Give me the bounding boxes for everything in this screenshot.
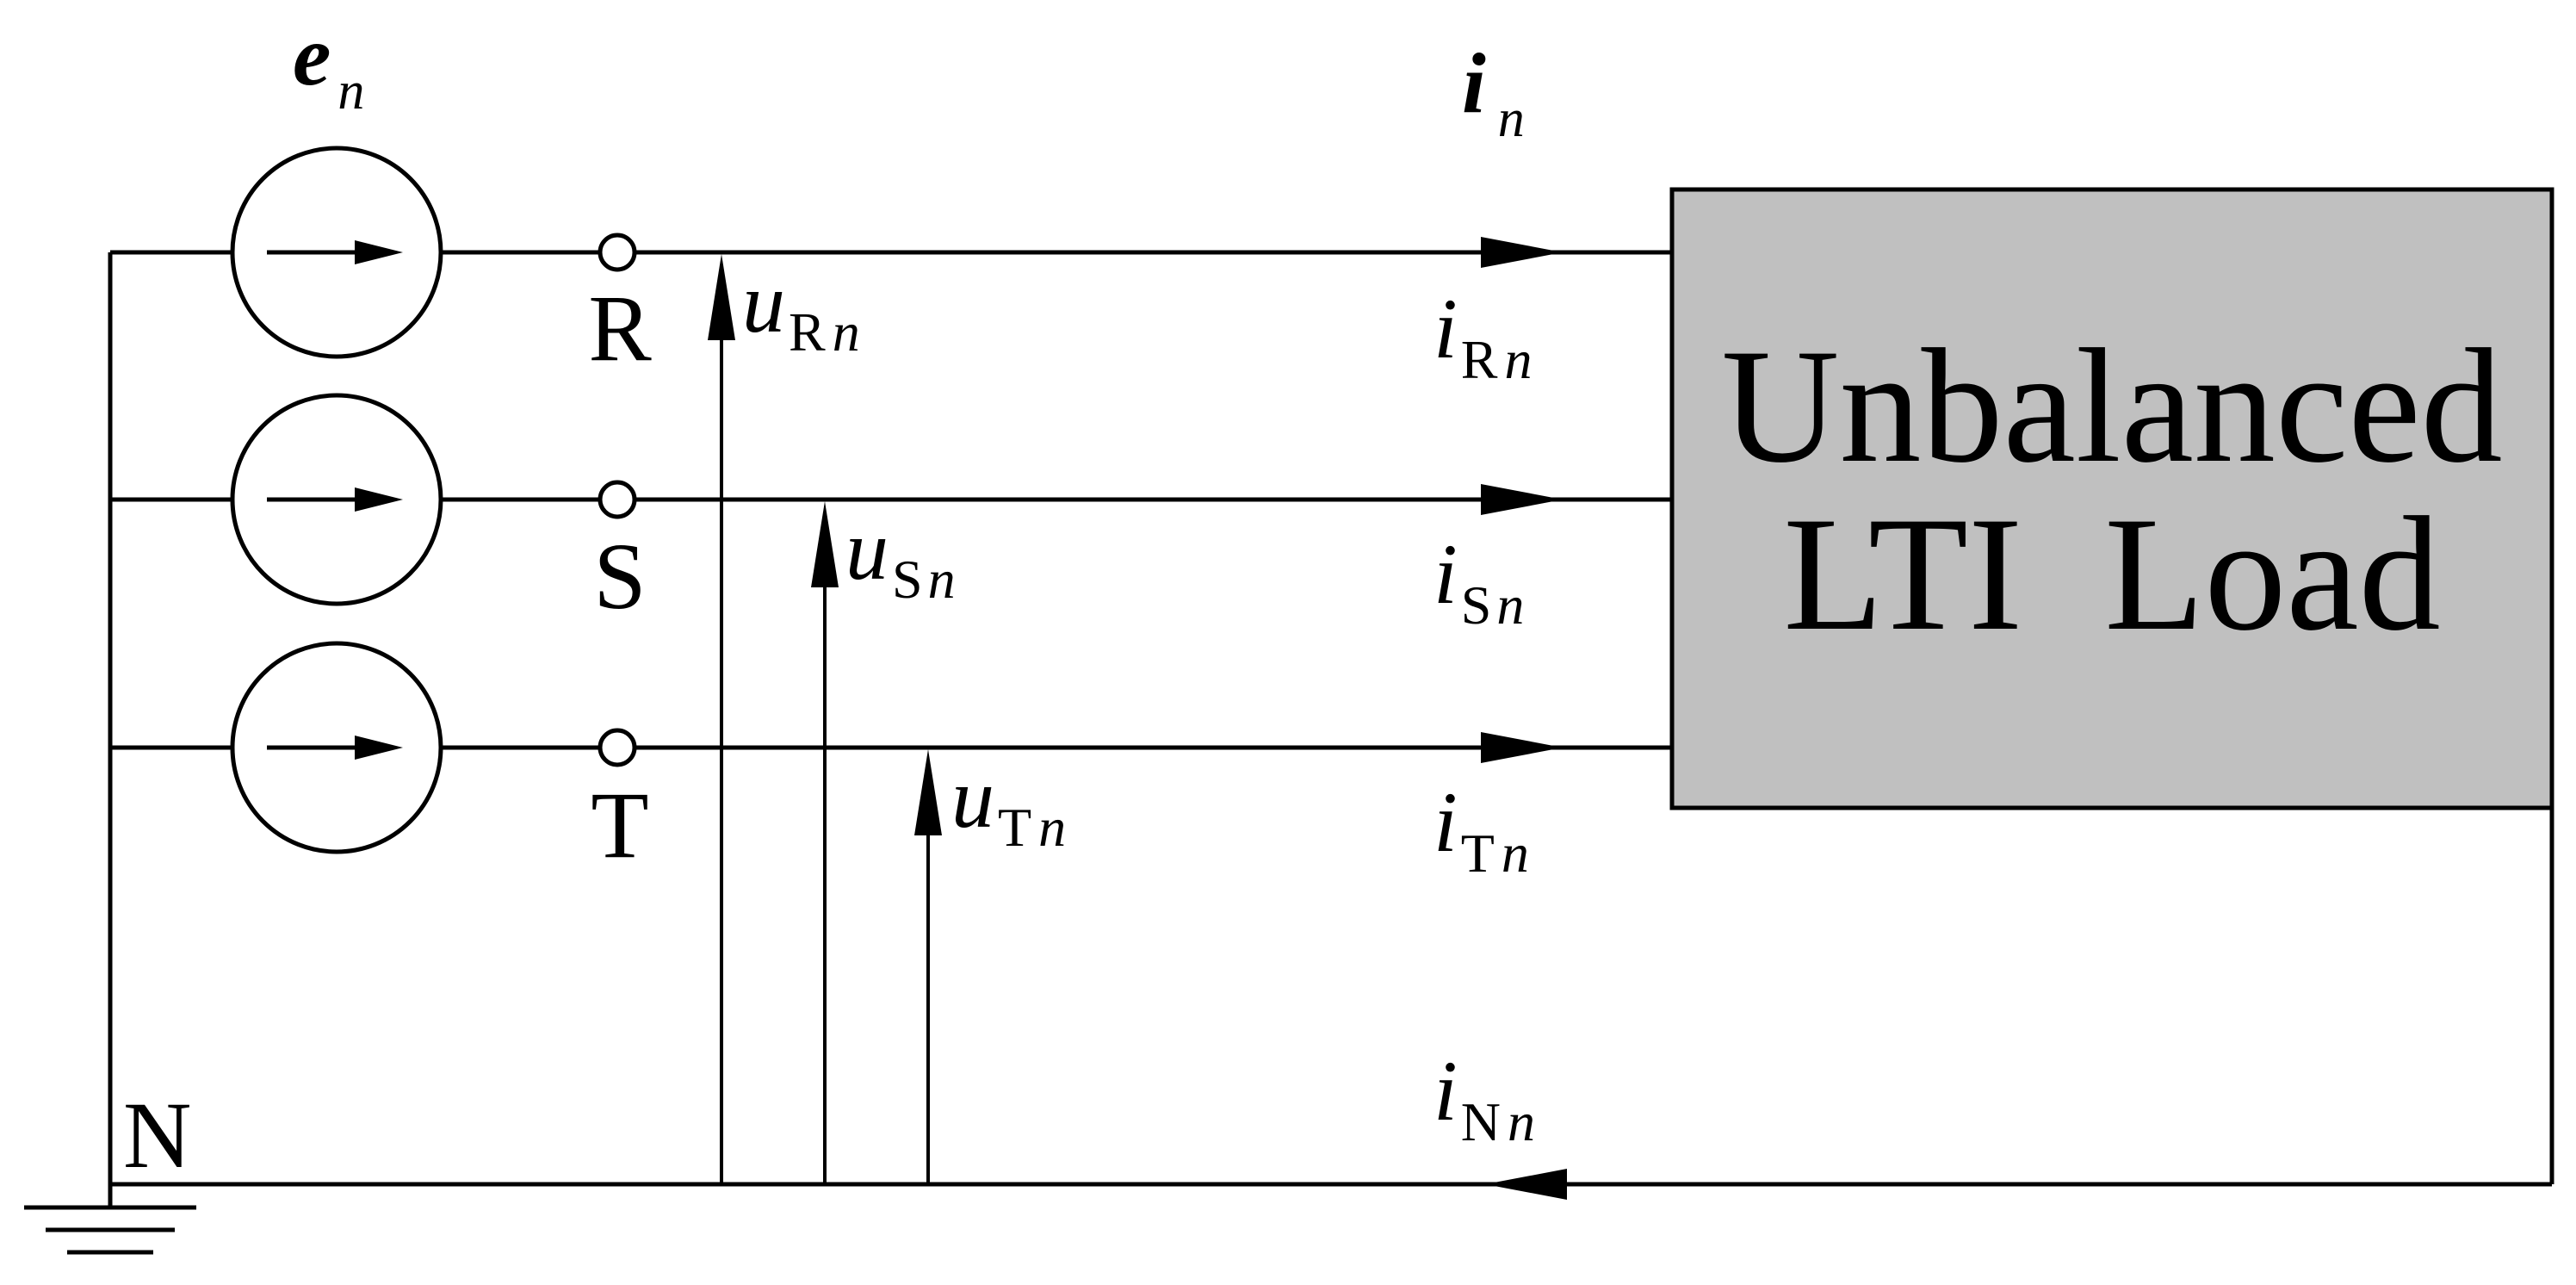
current-source-T xyxy=(230,641,443,854)
current-arrow-S xyxy=(1481,484,1563,515)
ground-icon xyxy=(24,1184,196,1255)
current-arrow-N xyxy=(1485,1169,1567,1200)
terminal-S-node xyxy=(598,480,637,519)
voltage-arrow-S xyxy=(811,501,839,1184)
current-label-S: iSn xyxy=(1434,526,1524,636)
current-arrow-T xyxy=(1481,732,1563,763)
current-source-S xyxy=(230,393,443,606)
terminal-N-label: N xyxy=(123,1083,191,1188)
load-label-line1: Unbalanced xyxy=(1721,316,2502,497)
terminal-T-label: T xyxy=(591,773,648,878)
current-source-R xyxy=(230,146,443,359)
load-label-line2: LTI Load xyxy=(1783,484,2440,665)
terminal-R-node xyxy=(598,233,637,272)
terminal-T-node xyxy=(598,728,637,767)
voltage-arrow-R xyxy=(708,254,735,1184)
load-block xyxy=(1669,187,2554,810)
current-arrow-R xyxy=(1481,237,1563,268)
terminal-S-label: S xyxy=(593,524,646,629)
terminal-R-label: R xyxy=(588,276,652,381)
voltage-arrow-T xyxy=(914,749,942,1184)
voltage-label-S: uSn xyxy=(845,502,956,610)
